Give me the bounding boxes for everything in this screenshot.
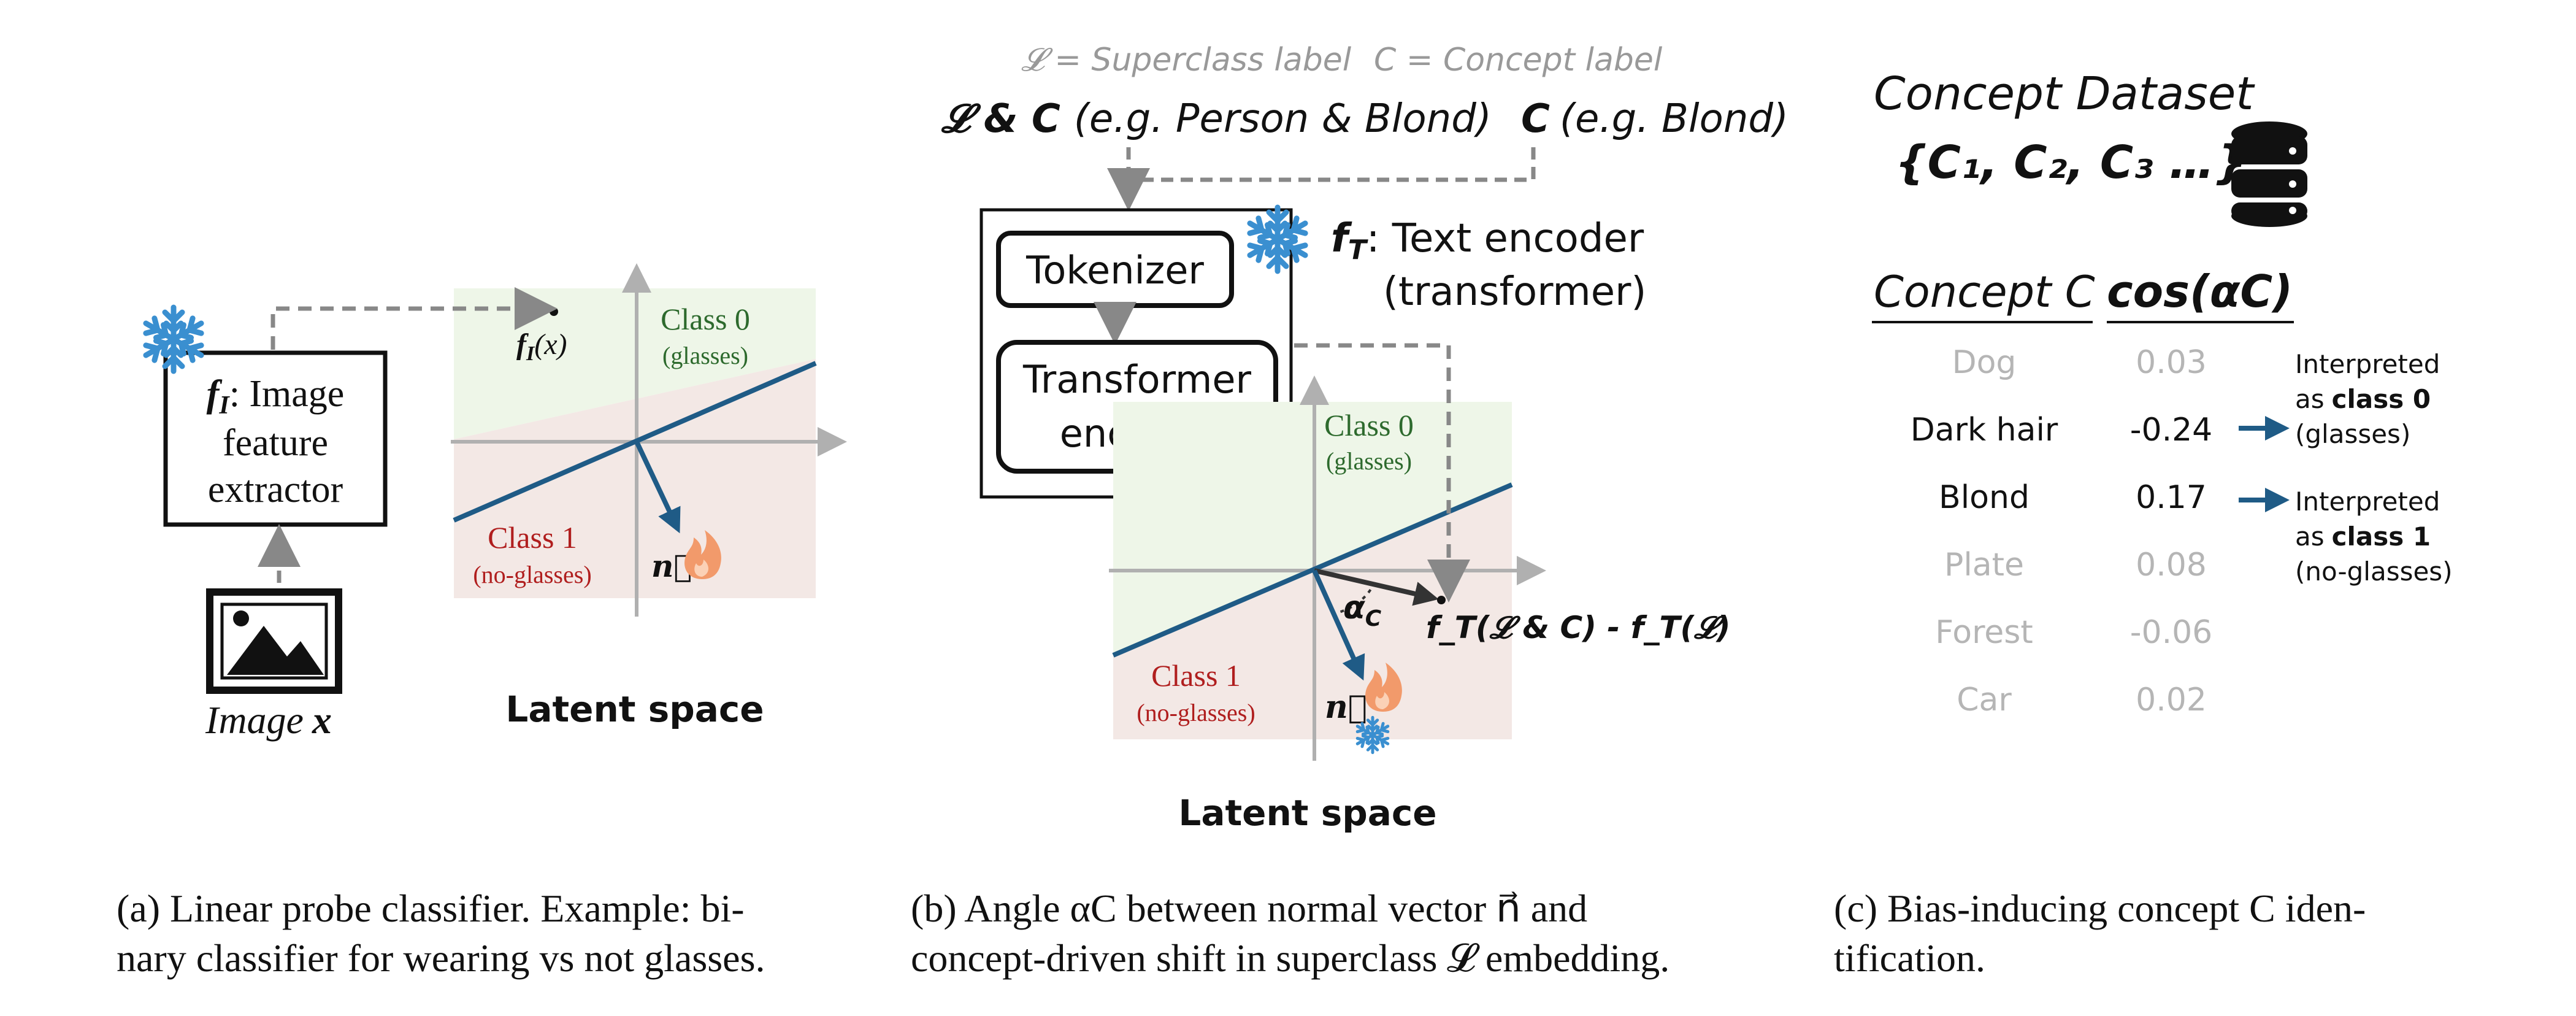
caption-b-line2: concept-driven shift in superclass 𝓛 emb… (911, 936, 1670, 980)
dataset-title: Concept Dataset (1874, 67, 2255, 120)
row-cos: 0.02 (2136, 682, 2207, 718)
interp0-line3: (glasses) (2295, 419, 2410, 449)
embedding-point (550, 307, 558, 316)
row-concept: Dark hair (1911, 412, 2058, 448)
table-row: Dog 0.03 (1952, 344, 2207, 381)
embedding-arrow (270, 287, 558, 350)
class1-label: Class 1 (488, 520, 577, 555)
decision-boundary (453, 361, 817, 523)
image-encoder-box (163, 350, 388, 527)
caption-c-line2: tification. (1834, 936, 1986, 980)
tokenizer-label: Tokenizer (1025, 248, 1204, 293)
row-cos: 0.08 (2136, 547, 2207, 583)
caption-a-line2: nary classifier for wearing vs not glass… (117, 936, 765, 980)
latent-space-label: Latent space (1178, 792, 1436, 834)
table-row: Plate 0.08 (1944, 547, 2207, 583)
concept-input-arrow (1129, 147, 1536, 182)
class0-label: Class 0 (1324, 408, 1414, 442)
interp1-line3: (no-glasses) (2295, 556, 2453, 587)
table-row: Forest -0.06 (1935, 614, 2212, 651)
row-cos: 0.03 (2136, 344, 2207, 381)
normal-vector-label: n⃗ (1325, 688, 1367, 726)
class1-label: Class 1 (1151, 658, 1241, 693)
row-cos: 0.17 (2136, 479, 2207, 516)
image-encoder-label-2: feature (223, 422, 328, 464)
transformer-label-1: Transformer (1022, 357, 1252, 402)
table-row: Dark hair -0.24 (1911, 412, 2213, 448)
row-concept: Plate (1944, 547, 2024, 583)
interp1-line1: Interpreted (2295, 487, 2440, 517)
shift-point (1437, 596, 1446, 604)
interp0-line1: Interpreted (2295, 349, 2440, 379)
image-icon (206, 588, 342, 694)
caption-b: (b) Angle αC between normal vector n⃗ an… (911, 883, 1794, 983)
row-concept: Dog (1952, 344, 2017, 381)
class0-desc: (glasses) (662, 342, 748, 369)
normal-vector (1312, 569, 1365, 681)
input-superclass-concept: 𝓛 & C(e.g. Person & Blond) (941, 96, 1492, 142)
latent-space-label: Latent space (505, 688, 764, 730)
text-encoder-kind: (transformer) (1383, 269, 1646, 315)
col-cos-header: cos(αC) (2107, 266, 2293, 317)
table-row: Car 0.02 (1957, 682, 2207, 718)
row-concept: Forest (1935, 614, 2033, 651)
embedding-label: fI(x) (516, 328, 567, 365)
input-concept: C(e.g. Blond) (1521, 96, 1788, 142)
concept-table: Dog 0.03 Dark hair -0.24 Blond 0.17 Plat… (1911, 344, 2213, 718)
class1-desc: (no-glasses) (473, 561, 591, 588)
caption-a: (a) Linear probe classifier. Example: bi… (117, 883, 871, 983)
panel-b: 𝓛 = Superclass label C = Concept label 𝓛… (941, 42, 1788, 834)
superclass-legend: 𝓛 = Superclass label (1021, 42, 1352, 79)
panel-a: n⃗ Class 0 (glasses) Class 1 (no-glasses… (142, 263, 847, 742)
image-encoder-label-3: extractor (208, 469, 343, 510)
class0-label: Class 0 (661, 302, 750, 336)
caption-c: (c) Bias-inducing concept C iden- tifica… (1834, 883, 2478, 983)
caption-a-line1: (a) Linear probe classifier. Example: bi… (117, 887, 745, 930)
database-icon (2231, 121, 2307, 227)
row-cos: -0.06 (2130, 614, 2213, 651)
caption-c-line1: (c) Bias-inducing concept C iden- (1834, 887, 2366, 930)
decision-boundary (1112, 482, 1513, 658)
dataset-set: {C₁, C₂, C₃ …} (1895, 136, 2247, 189)
row-concept: Car (1957, 682, 2012, 718)
encoder-output-arrow (1294, 343, 1470, 602)
row-concept: Blond (1939, 479, 2030, 516)
col-concept-header: Concept C (1874, 267, 2095, 317)
shift-label: f_T(𝓛 & C) - f_T(𝓛) (1426, 610, 1731, 645)
normal-vector (634, 441, 681, 534)
class1-desc: (no-glasses) (1137, 699, 1255, 726)
table-row: Blond 0.17 (1939, 479, 2207, 516)
panel-c: Concept Dataset {C₁, C₂, C₃ …} Concept C… (1872, 67, 2453, 718)
row-cos: -0.24 (2130, 412, 2213, 448)
concept-legend: C = Concept label (1374, 42, 1663, 79)
angle-label: αC (1343, 590, 1382, 631)
caption-b-line1: (b) Angle αC between normal vector n⃗ an… (911, 887, 1588, 930)
text-encoder-name: fT: Text encoder (1331, 216, 1644, 266)
angle-arc (1332, 583, 1375, 615)
class0-desc: (glasses) (1326, 447, 1412, 475)
